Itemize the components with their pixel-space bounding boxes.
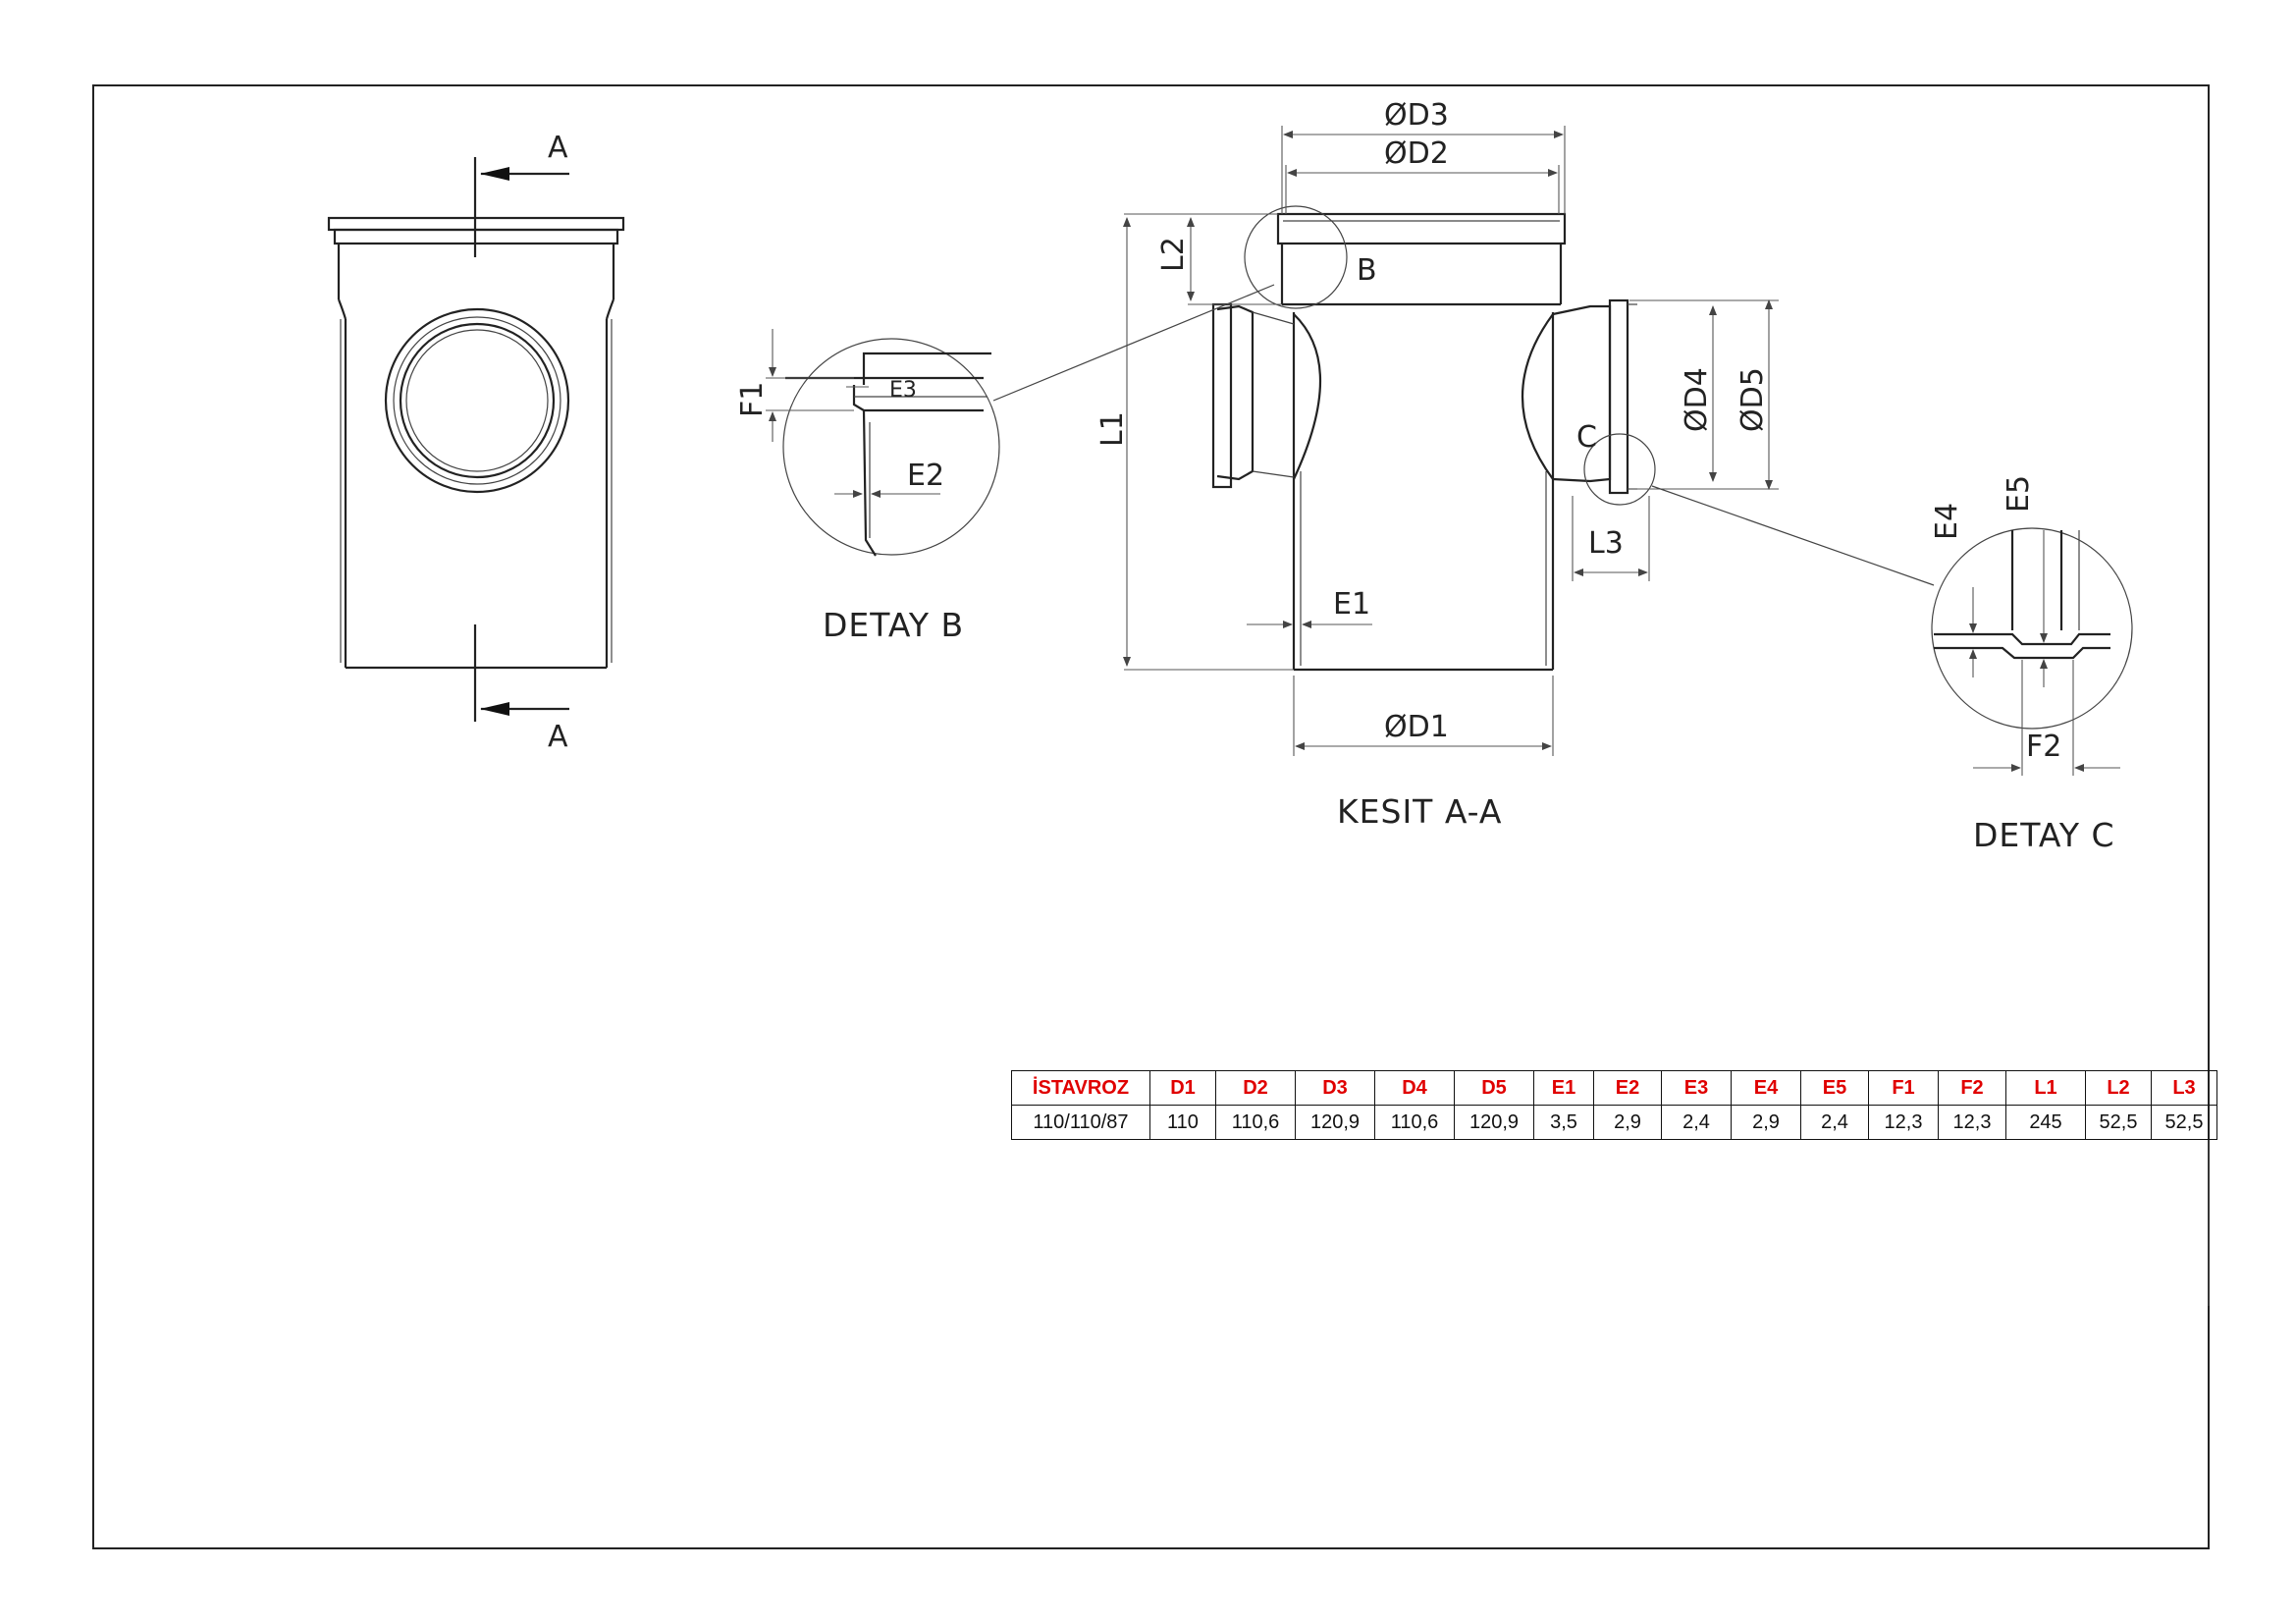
table-cell: 52,5 bbox=[2085, 1105, 2152, 1140]
table-header-cell: E5 bbox=[1800, 1070, 1869, 1106]
dim-d2: ØD2 bbox=[1384, 136, 1449, 171]
dim-l2: L2 bbox=[1156, 237, 1191, 272]
dim-l1: L1 bbox=[1095, 411, 1130, 447]
dim-f2: F2 bbox=[2026, 730, 2061, 764]
table-header-cell: E1 bbox=[1533, 1070, 1594, 1106]
dim-d3: ØD3 bbox=[1384, 98, 1449, 133]
table-row: 110/110/87 110 110,6 120,9 110,6 120,9 3… bbox=[1011, 1105, 2217, 1140]
table-header-cell: F2 bbox=[1938, 1070, 2006, 1106]
table-header-cell: L1 bbox=[2005, 1070, 2086, 1106]
table-header-cell: D4 bbox=[1374, 1070, 1455, 1106]
table-header-row: İSTAVROZ D1 D2 D3 D4 D5 E1 E2 E3 E4 E5 F… bbox=[1011, 1070, 2217, 1106]
table-cell: 120,9 bbox=[1295, 1105, 1375, 1140]
table-cell: 110/110/87 bbox=[1011, 1105, 1150, 1140]
dim-d1: ØD1 bbox=[1384, 710, 1449, 744]
table-cell: 110 bbox=[1149, 1105, 1216, 1140]
dim-f1: F1 bbox=[735, 382, 770, 417]
branch-socket-outer bbox=[384, 307, 570, 494]
table-header-cell: D5 bbox=[1454, 1070, 1534, 1106]
table-header-cell: L3 bbox=[2151, 1070, 2217, 1106]
table-header-cell: D2 bbox=[1215, 1070, 1296, 1106]
table-header-cell: İSTAVROZ bbox=[1011, 1070, 1150, 1106]
table-cell: 12,3 bbox=[1938, 1105, 2006, 1140]
section-marker-top: A bbox=[548, 131, 568, 165]
detail-c-caption: DETAY C bbox=[1973, 816, 2115, 854]
dim-d4: ØD4 bbox=[1680, 367, 1714, 432]
detail-circle-b bbox=[1244, 205, 1348, 309]
dim-e2: E2 bbox=[907, 459, 944, 493]
table-cell: 12,3 bbox=[1868, 1105, 1939, 1140]
table-cell: 2,9 bbox=[1731, 1105, 1801, 1140]
table-cell: 110,6 bbox=[1374, 1105, 1455, 1140]
table-cell: 52,5 bbox=[2151, 1105, 2217, 1140]
section-view: B C ØD3 ØD2 L1 L2 ØD1 E1 ØD4 bbox=[1095, 98, 1779, 831]
table-header-cell: E3 bbox=[1661, 1070, 1732, 1106]
dim-e5: E5 bbox=[2002, 475, 2036, 513]
table-header-cell: E2 bbox=[1593, 1070, 1662, 1106]
table-header-cell: L2 bbox=[2085, 1070, 2152, 1106]
dim-e1: E1 bbox=[1333, 587, 1370, 622]
table-cell: 110,6 bbox=[1215, 1105, 1296, 1140]
section-marker-bottom: A bbox=[548, 720, 568, 754]
section-caption: KESIT A-A bbox=[1337, 792, 1502, 831]
table-cell: 2,4 bbox=[1661, 1105, 1732, 1140]
detail-c: E4 E5 F2 DETAY C bbox=[1651, 475, 2133, 854]
dim-d5: ØD5 bbox=[1735, 367, 1770, 432]
detail-marker-c: C bbox=[1576, 420, 1597, 455]
detail-b-caption: DETAY B bbox=[823, 606, 964, 644]
dim-l3: L3 bbox=[1588, 526, 1624, 561]
table-cell: 120,9 bbox=[1454, 1105, 1534, 1140]
detail-circle-c bbox=[1583, 433, 1656, 506]
table-header-cell: F1 bbox=[1868, 1070, 1939, 1106]
table-cell: 245 bbox=[2005, 1105, 2086, 1140]
dim-e4: E4 bbox=[1930, 503, 1964, 540]
table-header-cell: D3 bbox=[1295, 1070, 1375, 1106]
table-header-cell: D1 bbox=[1149, 1070, 1216, 1106]
table-cell: 2,9 bbox=[1593, 1105, 1662, 1140]
table-header-cell: E4 bbox=[1731, 1070, 1801, 1106]
detail-b: F1 E3 E2 DETAY B bbox=[735, 284, 1275, 644]
sheet-border bbox=[92, 84, 2210, 1549]
dimension-table: İSTAVROZ D1 D2 D3 D4 D5 E1 E2 E3 E4 E5 F… bbox=[1011, 1070, 2217, 1140]
table-cell: 3,5 bbox=[1533, 1105, 1594, 1140]
dim-e3: E3 bbox=[889, 378, 917, 403]
front-view: A A bbox=[327, 131, 625, 754]
table-cell: 2,4 bbox=[1800, 1105, 1869, 1140]
detail-marker-b: B bbox=[1357, 253, 1377, 288]
